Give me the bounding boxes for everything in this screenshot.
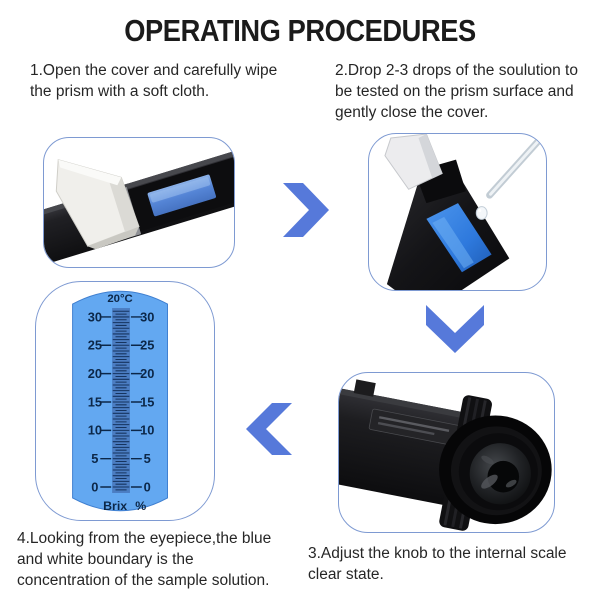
scale-unit-right: % [135,499,146,513]
step-1-text: 1.Open the cover and carefully wipe the … [30,60,277,102]
open-cover-illustration [44,143,234,267]
scale-major-label-right: 15 [140,394,154,409]
step-4-line: 4.Looking from the eyepiece,the blue [17,530,272,547]
drop-solution-photo [368,133,547,291]
open-cover-photo [43,137,235,268]
scale-major-label-right: 25 [140,338,154,353]
scale-major-label-right: 5 [144,451,151,466]
step-1-line: 1.Open the cover and carefully wipe [30,62,278,79]
scale-major-label-right: 10 [140,423,154,438]
drop-solution-illustration [384,134,546,290]
scale-unit-left: Brix [103,499,127,513]
brix-scale: 20°C 30 30 25 25 20 20 15 15 10 10 5 5 0 0 Brix % [72,290,169,513]
step-4-text: 4.Looking from the eyepiece,the blue and… [17,528,271,591]
step-1-line: the prism with a soft cloth. [30,83,210,100]
scale-major-label-left: 20 [88,366,102,381]
eyepiece-knob-illustration [339,379,552,531]
step-2-line: 2.Drop 2-3 drops of the soulution to [335,62,578,79]
page-title: OPERATING PROCEDURES [124,13,476,48]
step-2-line: be tested on the prism surface and [335,83,574,100]
chevron-right-icon [283,183,329,237]
step-4-line: and white boundary is the [17,551,194,568]
step-3-line: clear state. [308,566,384,583]
scale-major-label-left: 10 [88,423,102,438]
step-3-line: 3.Adjust the knob to the internal scale [308,545,567,562]
scale-major-label-right: 30 [140,309,154,324]
scale-ruler-strip [112,308,130,493]
scale-major-label-left: 5 [91,451,98,466]
chevron-left-icon [246,403,292,455]
scale-major-label-left: 0 [91,479,98,494]
step-3-text: 3.Adjust the knob to the internal scale … [308,543,567,585]
internal-scale-panel: 20°C 30 30 25 25 20 20 15 15 10 10 5 5 0 0 Brix % [35,281,215,521]
scale-major-label-left: 15 [88,394,102,409]
step-4-line: concentration of the sample solution. [17,572,270,589]
scale-major-label-right: 0 [144,479,151,494]
scale-major-label-left: 30 [88,309,102,324]
scale-major-label-right: 20 [140,366,154,381]
step-2-text: 2.Drop 2-3 drops of the soulution to be … [335,60,578,123]
eyepiece-knob-photo [338,372,555,533]
scale-major-label-left: 25 [88,338,102,353]
scale-marks: 30 30 25 25 20 20 15 15 10 10 5 5 0 0 [88,309,155,494]
step-2-line: gently close the cover. [335,104,489,121]
scale-temperature-label: 20°C [107,293,132,305]
chevron-down-icon [426,305,484,353]
